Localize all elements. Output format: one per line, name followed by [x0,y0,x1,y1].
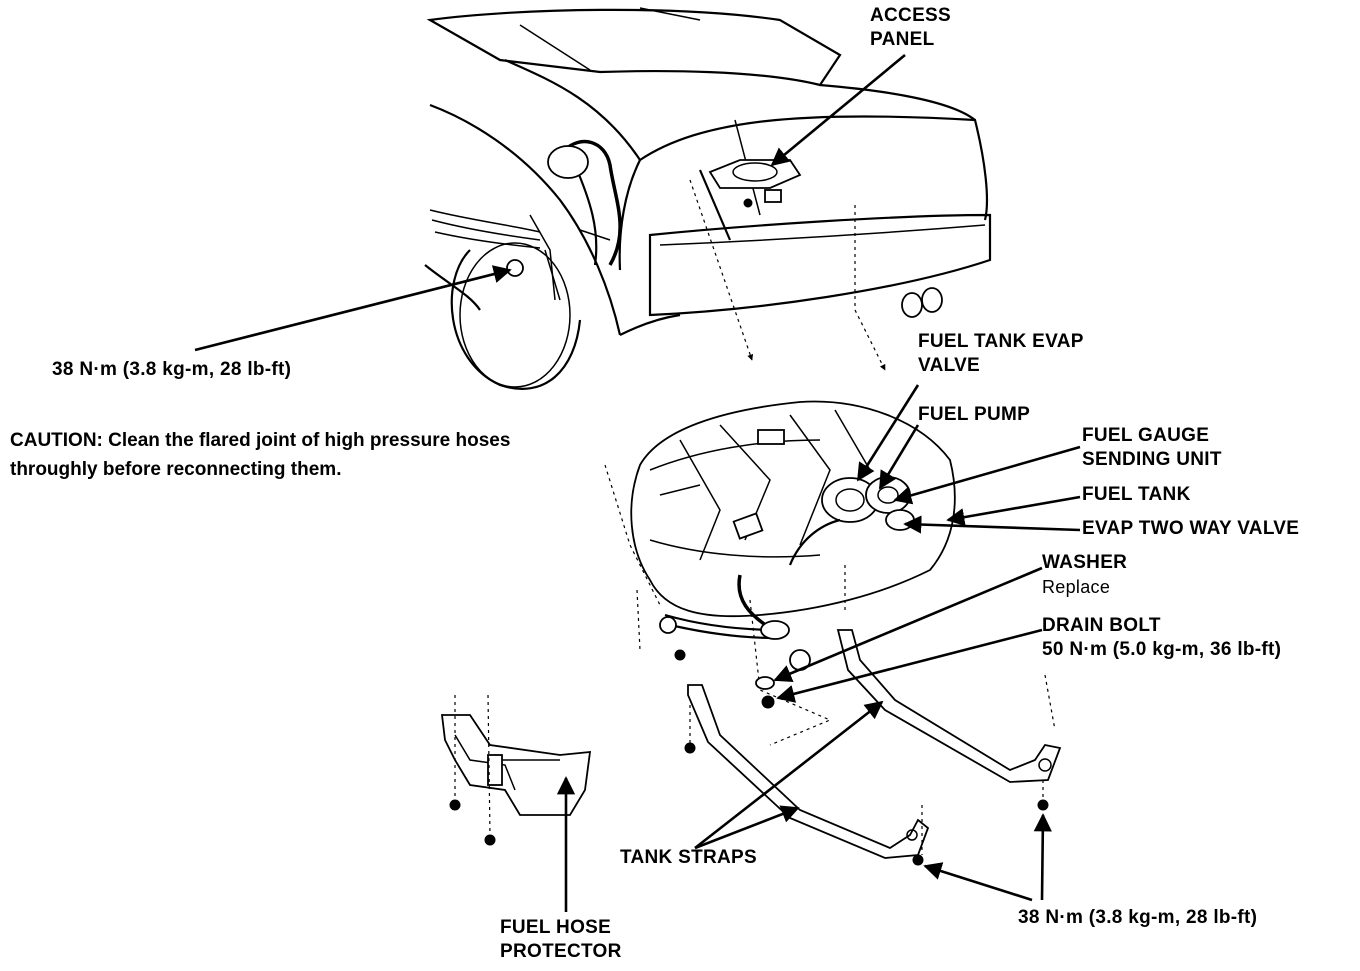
label-hose-protector-line1: FUEL HOSE [500,917,612,938]
label-access-panel: ACCESS PANEL [870,4,951,52]
label-gauge-line1: FUEL GAUGE [1082,425,1210,446]
label-access-panel-line1: ACCESS [870,5,951,26]
label-washer-title: WASHER [1042,552,1128,573]
label-drain-bolt: DRAIN BOLT 50 N·m (5.0 kg-m, 36 lb-ft) [1042,614,1281,662]
label-washer-note: Replace [1042,577,1111,597]
fuel-tank [604,400,1056,746]
drain-bolt-washer [755,676,775,709]
label-fuel-gauge-sending-unit: FUEL GAUGE SENDING UNIT [1082,424,1222,472]
label-evap-two-way-valve: EVAP TWO WAY VALVE [1082,518,1300,539]
caution-line1: CAUTION: Clean the flared joint of high … [10,430,511,451]
car-rear-body [424,7,992,390]
fuel-hose-protector [440,694,592,846]
label-drain-bolt-torque: 50 N·m (5.0 kg-m, 36 lb-ft) [1042,639,1282,660]
label-washer: WASHER Replace [1042,551,1127,599]
caution-note: CAUTION: Clean the flared joint of high … [10,426,510,484]
label-evap-valve-line1: FUEL TANK EVAP [918,331,1084,352]
label-fuel-tank: FUEL TANK [1082,484,1191,505]
label-tank-straps: TANK STRAPS [620,847,758,868]
label-fuel-tank-evap-valve: FUEL TANK EVAP VALVE [918,330,1084,378]
label-gauge-line2: SENDING UNIT [1082,449,1222,470]
label-fuel-pump: FUEL PUMP [918,404,1031,425]
leader-lines [194,53,1081,912]
label-evap-valve-line2: VALVE [918,355,981,376]
label-access-panel-line2: PANEL [870,29,935,50]
label-drain-bolt-title: DRAIN BOLT [1042,615,1161,636]
label-torque-strap-bolts: 38 N·m (3.8 kg-m, 28 lb-ft) [1018,907,1258,928]
label-torque-wheel-bolt: 38 N·m (3.8 kg-m, 28 lb-ft) [52,359,292,380]
label-hose-protector-line2: PROTECTOR [500,941,622,962]
caution-line2: throughly before reconnecting them. [10,459,342,480]
label-fuel-hose-protector: FUEL HOSE PROTECTOR [500,916,622,964]
